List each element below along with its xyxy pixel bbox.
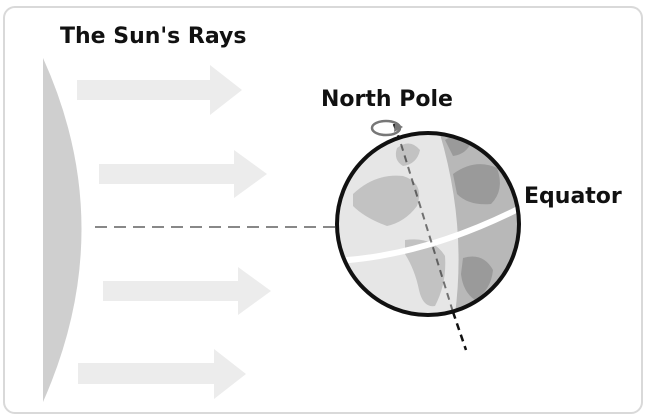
- diagram-card: The Sun's Rays North Pole Equator: [3, 6, 643, 414]
- ray-arrow-icon: [77, 65, 242, 115]
- equator-line: [337, 205, 519, 264]
- ray-arrow-icon: [99, 150, 267, 198]
- equator-label: Equator: [524, 184, 622, 209]
- diagram-title: The Sun's Rays: [60, 24, 247, 49]
- earth-globe-icon: [335, 131, 521, 317]
- axis-bottom: [451, 311, 468, 351]
- sun-earth-diagram: [43, 58, 521, 402]
- sun-rays: [77, 65, 271, 399]
- ray-arrow-icon: [103, 267, 271, 315]
- sun-icon: [43, 58, 82, 402]
- rotation-arrow-icon: [370, 119, 403, 137]
- ray-arrow-icon: [78, 349, 246, 399]
- north-pole-label: North Pole: [321, 87, 453, 112]
